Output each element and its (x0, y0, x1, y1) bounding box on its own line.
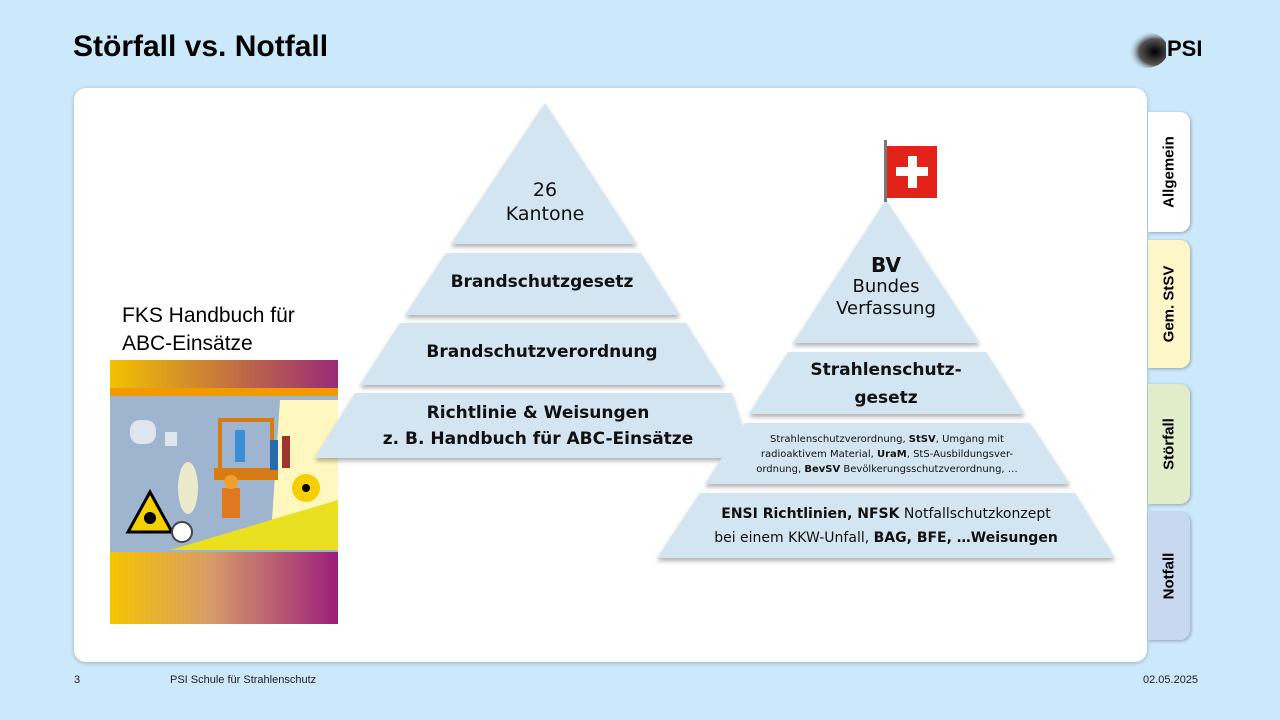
page-title: Störfall vs. Notfall (73, 30, 329, 63)
right-tier4-text: ENSI Richtlinien, NFSK Notfallschutzkonz… (676, 502, 1096, 550)
left-tier1-line2: Kantone (505, 203, 585, 225)
tab-stoerfall[interactable]: Störfall (1148, 384, 1190, 504)
psi-logo: PSI (1112, 30, 1212, 70)
right-tier3-text: Strahlenschutzverordnung, StSV, Umgang m… (722, 432, 1052, 477)
right-tier1-line2: Bundes (852, 276, 920, 297)
tab-notfall[interactable]: Notfall (1148, 512, 1190, 640)
left-tier1-text: 26 Kantone (485, 178, 605, 226)
handbook-cover-image (110, 360, 338, 624)
right-tier3-line2: radioaktivem Material, UraM, StS-Ausbild… (760, 449, 1014, 460)
tab-gem-stsv-label: Gem. StSV (1160, 265, 1178, 343)
fks-label-line1: FKS Handbuch für (122, 304, 295, 327)
left-tier3-text: Brandschutzverordnung (426, 342, 658, 362)
right-tier1-line3: Verfassung (836, 298, 936, 319)
tab-stoerfall-label: Störfall (1160, 418, 1178, 470)
tab-notfall-label: Notfall (1160, 552, 1178, 600)
right-tier2-line1: Strahlenschutz- (810, 360, 962, 380)
right-tier4-line2: bei einem KKW-Unfall, BAG, BFE, …Weisung… (714, 530, 1058, 546)
tab-allgemein[interactable]: Allgemein (1148, 112, 1190, 232)
right-tier3-line1: Strahlenschutzverordnung, StSV, Umgang m… (770, 434, 1004, 445)
right-tier2-text: Strahlenschutz- gesetz (780, 356, 992, 412)
footer-organization: PSI Schule für Strahlenschutz (170, 674, 317, 686)
right-tier3-line3: ordnung, BevSV Bevölkerungsschutzverordn… (756, 464, 1018, 475)
right-tier1-text: BV Bundes Verfassung (816, 254, 956, 320)
left-tier1-line1: 26 (532, 179, 558, 201)
right-tier2-line2: gesetz (854, 388, 918, 408)
left-tier4-line1: Richtlinie & Weisungen (426, 403, 650, 423)
right-tier1-bv: BV (871, 253, 901, 277)
left-tier2-text: Brandschutzgesetz (450, 272, 634, 292)
footer-page-number: 3 (74, 674, 81, 686)
right-tier4-line1: ENSI Richtlinien, NFSK Notfallschutzkonz… (721, 506, 1051, 522)
footer-date: 02.05.2025 (1143, 674, 1199, 686)
fks-label-line2: ABC-Einsätze (122, 332, 253, 355)
tab-gem-stsv[interactable]: Gem. StSV (1148, 240, 1190, 368)
psi-logo-icon (1124, 32, 1166, 68)
left-tier4-line2: z. B. Handbuch für ABC-Einsätze (382, 429, 694, 449)
tab-allgemein-label: Allgemein (1160, 136, 1178, 208)
fks-handbook-label: FKS Handbuch für ABC-Einsätze (122, 302, 295, 358)
psi-logo-text: PSI (1167, 36, 1203, 61)
left-tier4-text: Richtlinie & Weisungen z. B. Handbuch fü… (340, 400, 736, 452)
